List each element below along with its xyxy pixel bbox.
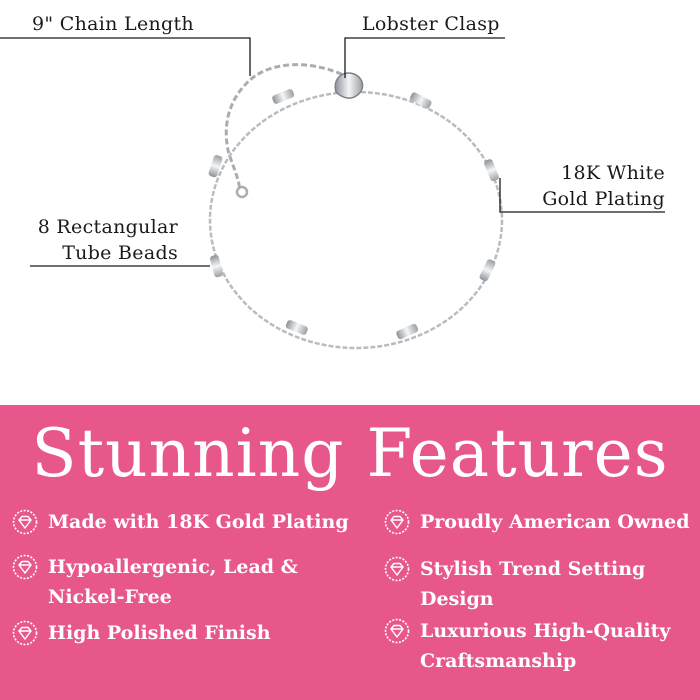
- callout-beads: 8 Rectangular Tube Beads: [28, 214, 178, 266]
- feature-label: Stylish Trend Setting: [420, 558, 646, 580]
- tube-bead: [479, 259, 496, 282]
- bracelet-illustration: [0, 37, 665, 350]
- callout-plating: 18K White Gold Plating: [542, 160, 665, 212]
- feature-label-cont: Design: [420, 588, 494, 610]
- feature-item: High Polished Finish: [12, 618, 271, 648]
- tube-bead: [409, 92, 432, 109]
- feature-item: Hypoallergenic, Lead & Nickel-Free: [12, 552, 298, 612]
- features-panel: Stunning Features Made with 18K Gold Pla…: [0, 405, 700, 700]
- extender-end-ring: [235, 185, 249, 199]
- feature-label: Hypoallergenic, Lead &: [48, 556, 298, 578]
- diamond-badge-icon: [12, 620, 38, 646]
- diamond-badge-icon: [384, 509, 410, 535]
- feature-label-cont: Craftsmanship: [420, 650, 577, 672]
- tube-bead: [285, 320, 308, 335]
- feature-item: Proudly American Owned: [384, 507, 690, 537]
- callout-chain-length: 9" Chain Length: [32, 13, 194, 35]
- feature-label-cont: Nickel-Free: [48, 586, 172, 608]
- diamond-badge-icon: [12, 509, 38, 535]
- tube-bead: [208, 155, 223, 178]
- diamond-badge-icon: [12, 554, 38, 580]
- feature-label: Proudly American Owned: [420, 511, 690, 533]
- diamond-badge-icon: [384, 556, 410, 582]
- callout-beads-line1: 8 Rectangular: [37, 216, 178, 238]
- leader-line-plating: [499, 178, 665, 213]
- lobster-clasp: [334, 72, 364, 99]
- callout-plating-line1: 18K White: [561, 162, 665, 184]
- features-title: Stunning Features: [31, 415, 669, 492]
- extender-chain: [224, 63, 351, 191]
- callout-lobster-clasp: Lobster Clasp: [362, 13, 500, 35]
- callout-plating-line2: Gold Plating: [542, 188, 665, 210]
- leader-line-chain-length: [0, 37, 251, 76]
- tube-bead: [272, 89, 295, 104]
- tube-bead: [396, 323, 419, 340]
- diamond-badge-icon: [384, 618, 410, 644]
- product-image-area: 9" Chain Length Lobster Clasp 18K White …: [0, 13, 665, 350]
- feature-item: Made with 18K Gold Plating: [12, 507, 349, 537]
- leader-line-lobster-clasp: [344, 37, 505, 78]
- callout-beads-line2: Tube Beads: [62, 242, 178, 264]
- bracelet-chain: [208, 90, 504, 350]
- feature-label: Luxurious High-Quality: [420, 620, 671, 642]
- tube-bead: [484, 159, 499, 182]
- feature-label: High Polished Finish: [48, 622, 271, 644]
- feature-label: Made with 18K Gold Plating: [48, 511, 349, 533]
- tube-bead: [209, 255, 224, 278]
